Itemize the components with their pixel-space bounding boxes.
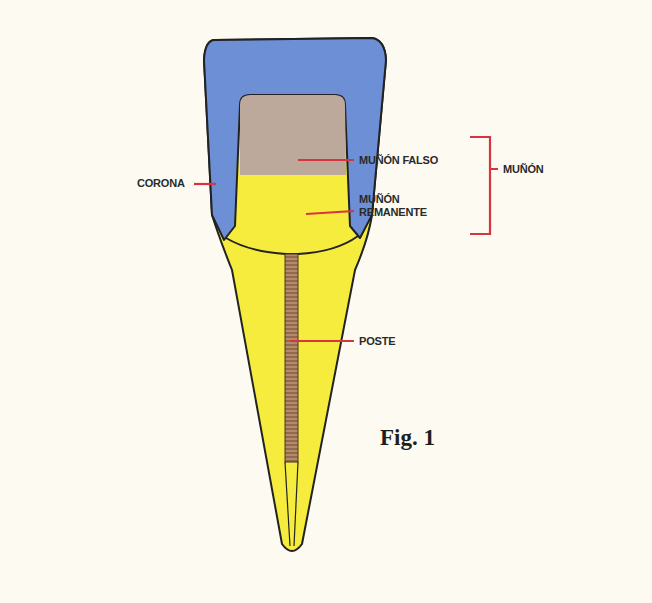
- root-canal: [294, 462, 298, 546]
- tooth-root: [204, 38, 386, 551]
- part-label: CORONA: [137, 177, 185, 190]
- bracket: [470, 137, 498, 234]
- part-label: MUÑÓN FALSO: [359, 154, 438, 167]
- leader-line: [194, 183, 216, 185]
- figure-caption: Fig. 1: [380, 425, 435, 451]
- root-canal: [285, 462, 290, 546]
- part-label: MUÑÓN REMANENTE: [359, 193, 443, 219]
- core-contour: [226, 236, 358, 254]
- part-label: POSTE: [359, 335, 395, 348]
- leader-line: [298, 159, 354, 161]
- group-label: MUÑÓN: [503, 163, 544, 176]
- leader-line: [290, 340, 354, 342]
- crown: [204, 38, 386, 240]
- false-core: [240, 95, 346, 175]
- post: [285, 254, 298, 462]
- leader-line: [306, 211, 354, 214]
